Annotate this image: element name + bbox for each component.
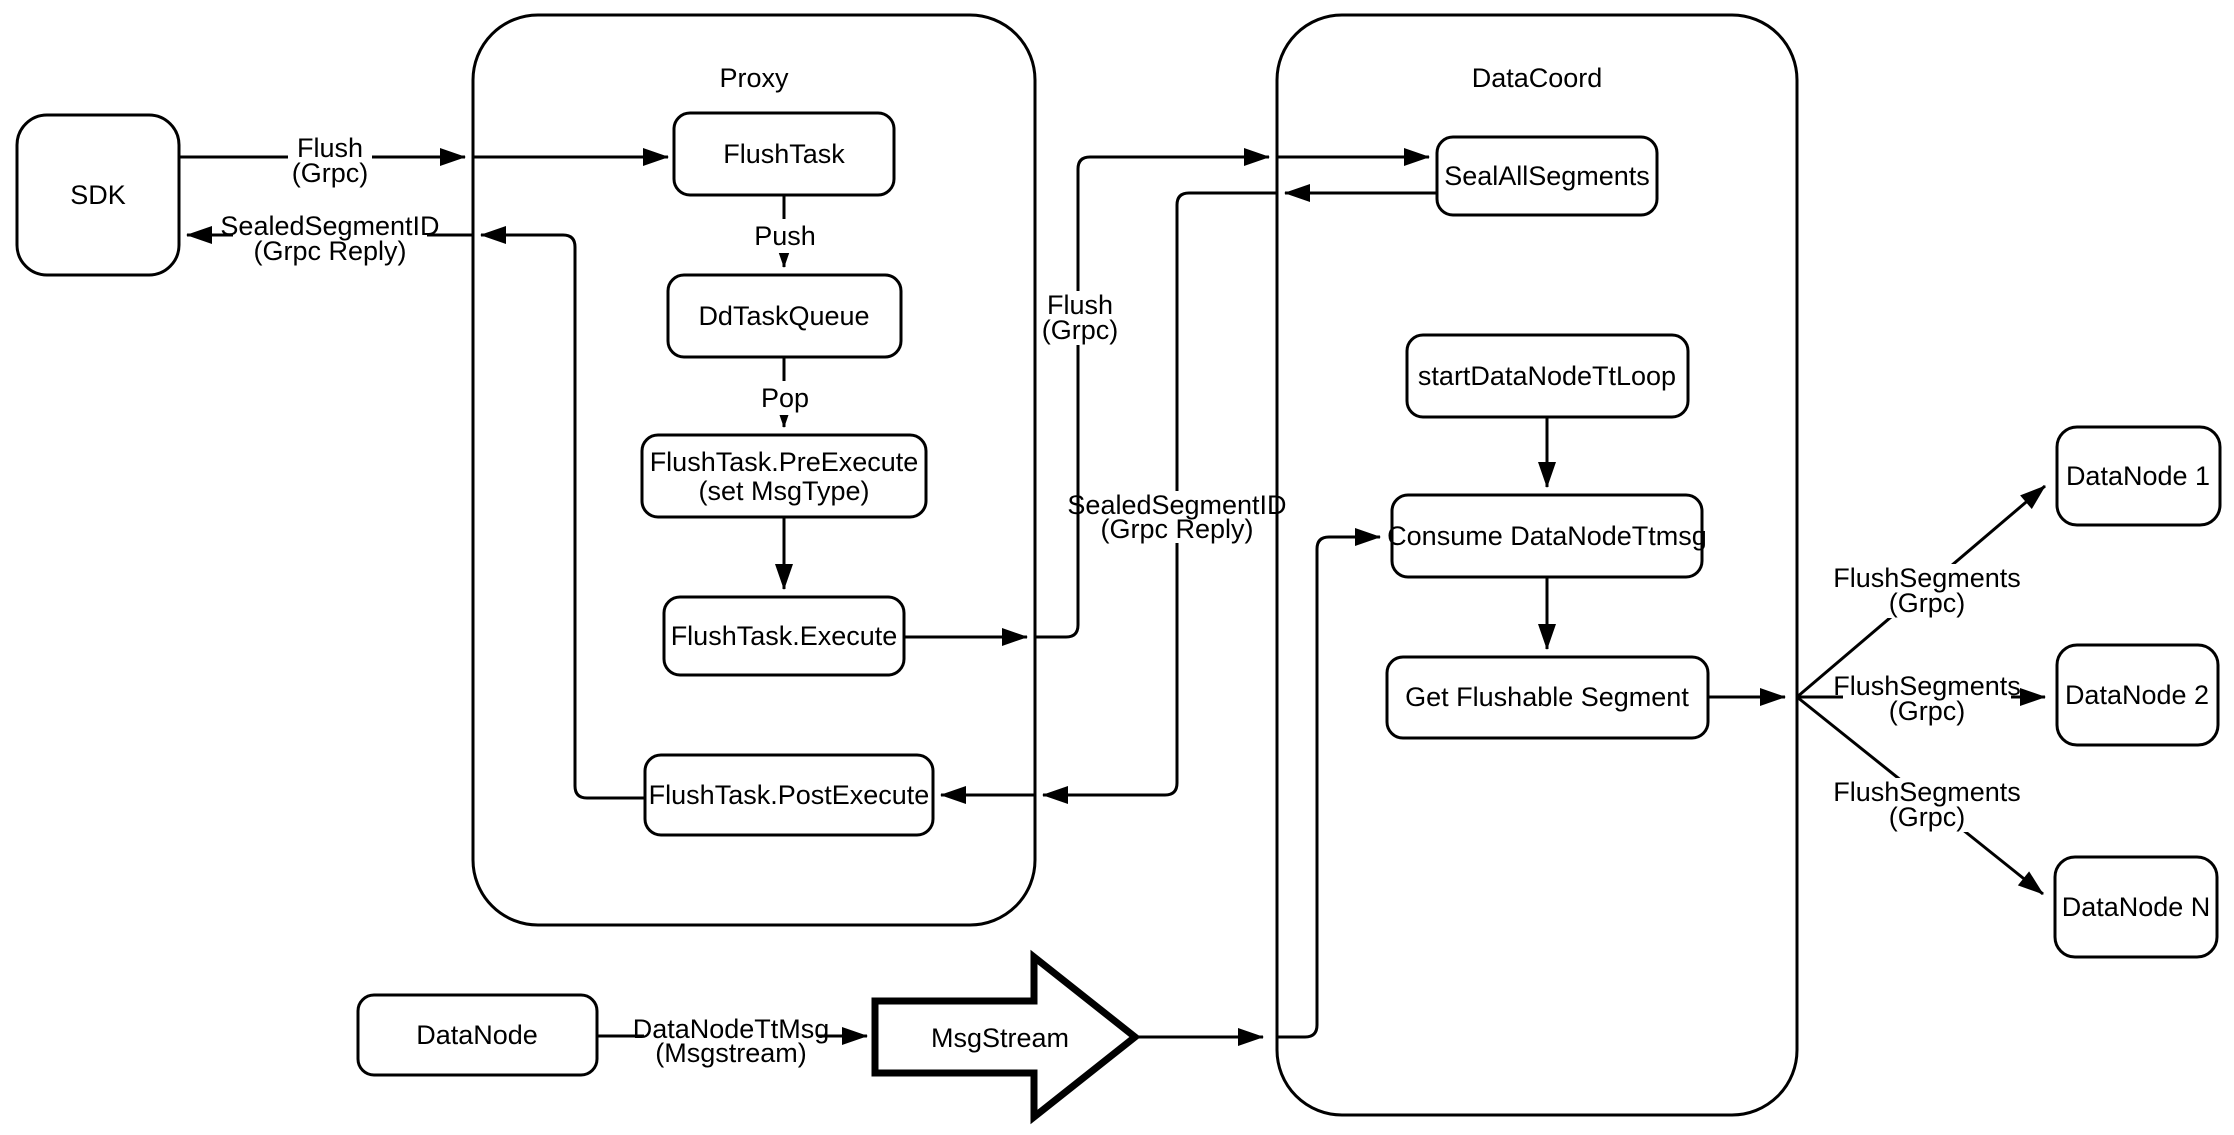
execute-node xyxy=(662,595,906,677)
flushtask-node xyxy=(672,111,896,197)
proxy-container xyxy=(471,13,1037,927)
datacoord-container xyxy=(1275,13,1799,1117)
postexecute-label: FlushTask.PostExecute xyxy=(649,780,930,810)
label-sealedsegmentid-sdk-line1: SealedSegmentID xyxy=(220,211,439,241)
label-flush-sdk-line2: (Grpc) xyxy=(292,158,369,188)
sdk-label: SDK xyxy=(70,180,126,210)
label-flush-datacoord-line2: (Grpc) xyxy=(1042,315,1119,345)
msgstream-arrow-shape xyxy=(871,949,1141,1125)
getflushablesegment-label: Get Flushable Segment xyxy=(1405,682,1689,712)
label-flush-sdk-line1: Flush xyxy=(297,133,363,163)
label-flushsegments-1-line2: (Grpc) xyxy=(1889,588,1966,618)
label-flushsegments-3-line2: (Grpc) xyxy=(1889,802,1966,832)
label-sealedsegmentid-datacoord-line2: (Grpc Reply) xyxy=(1100,514,1253,544)
datanoden-node xyxy=(2053,855,2219,959)
label-sealedsegmentid-sdk-line2: (Grpc Reply) xyxy=(253,236,406,266)
datanode1-label: DataNode 1 xyxy=(2066,461,2210,491)
execute-label: FlushTask.Execute xyxy=(671,621,898,651)
label-flush-datacoord: Flush (Grpc) xyxy=(1038,290,1122,345)
consume-datanodettmsg-label: Consume DataNodeTtmsg xyxy=(1387,521,1707,551)
label-push-text: Push xyxy=(754,221,816,251)
label-push: Push xyxy=(752,219,818,253)
ddtaskqueue-node xyxy=(666,273,903,359)
startdatanodettloop-node xyxy=(1405,333,1690,419)
datanode1-node xyxy=(2055,425,2222,527)
preexecute-label-line1: FlushTask.PreExecute xyxy=(650,447,919,477)
datacoord-title: DataCoord xyxy=(1472,63,1603,93)
label-pop: Pop xyxy=(756,381,814,415)
sealallsegments-node xyxy=(1435,135,1659,217)
label-sealedsegmentid-sdk: SealedSegmentID (Grpc Reply) xyxy=(220,211,440,266)
sealallsegments-label: SealAllSegments xyxy=(1444,161,1650,191)
label-flushsegments-1-line1: FlushSegments xyxy=(1833,563,2021,593)
getflushablesegment-node xyxy=(1385,655,1710,740)
startdatanodettloop-label: startDataNodeTtLoop xyxy=(1418,361,1676,391)
label-pop-text: Pop xyxy=(761,383,809,413)
edge-flush-proxy-to-datacoord xyxy=(1035,148,1270,639)
label-flushsegments-2-line1: FlushSegments xyxy=(1833,671,2021,701)
edge-postexecute-to-proxy-edge xyxy=(480,226,645,800)
consume-datanodettmsg-node xyxy=(1390,493,1704,579)
sdk-node xyxy=(15,113,181,277)
label-flush-sdk: Flush (Grpc) xyxy=(288,132,372,188)
label-flushsegments-3: FlushSegments (Grpc) xyxy=(1833,777,2021,832)
label-datanodettmsg: DataNodeTtMsg (Msgstream) xyxy=(633,1013,830,1068)
label-sealedsegmentid-datacoord: SealedSegmentID (Grpc Reply) xyxy=(1067,490,1286,544)
postexecute-node xyxy=(643,753,935,837)
label-flushsegments-2: FlushSegments (Grpc) xyxy=(1833,671,2021,726)
label-flushsegments-3-line1: FlushSegments xyxy=(1833,777,2021,807)
edge-datacoord-edge-to-consume xyxy=(1277,528,1381,1039)
preexecute-label-line2: (set MsgType) xyxy=(698,476,869,506)
flushtask-label: FlushTask xyxy=(723,139,845,169)
datanode2-label: DataNode 2 xyxy=(2065,680,2209,710)
label-datanodettmsg-line2: (Msgstream) xyxy=(655,1038,807,1068)
label-sealedsegmentid-datacoord-line1: SealedSegmentID xyxy=(1067,490,1286,520)
datanode-label: DataNode xyxy=(416,1020,538,1050)
datanode2-node xyxy=(2055,643,2220,747)
label-datanodettmsg-line1: DataNodeTtMsg xyxy=(633,1014,830,1044)
label-flush-datacoord-line1: Flush xyxy=(1047,290,1113,320)
label-flushsegments-2-line2: (Grpc) xyxy=(1889,696,1966,726)
msgstream-label: MsgStream xyxy=(931,1023,1069,1053)
datanoden-label: DataNode N xyxy=(2062,892,2211,922)
proxy-title: Proxy xyxy=(719,63,789,93)
preexecute-node xyxy=(640,433,928,519)
datanode-node xyxy=(356,993,599,1077)
ddtaskqueue-label: DdTaskQueue xyxy=(698,301,869,331)
label-flushsegments-1: FlushSegments (Grpc) xyxy=(1833,563,2021,618)
